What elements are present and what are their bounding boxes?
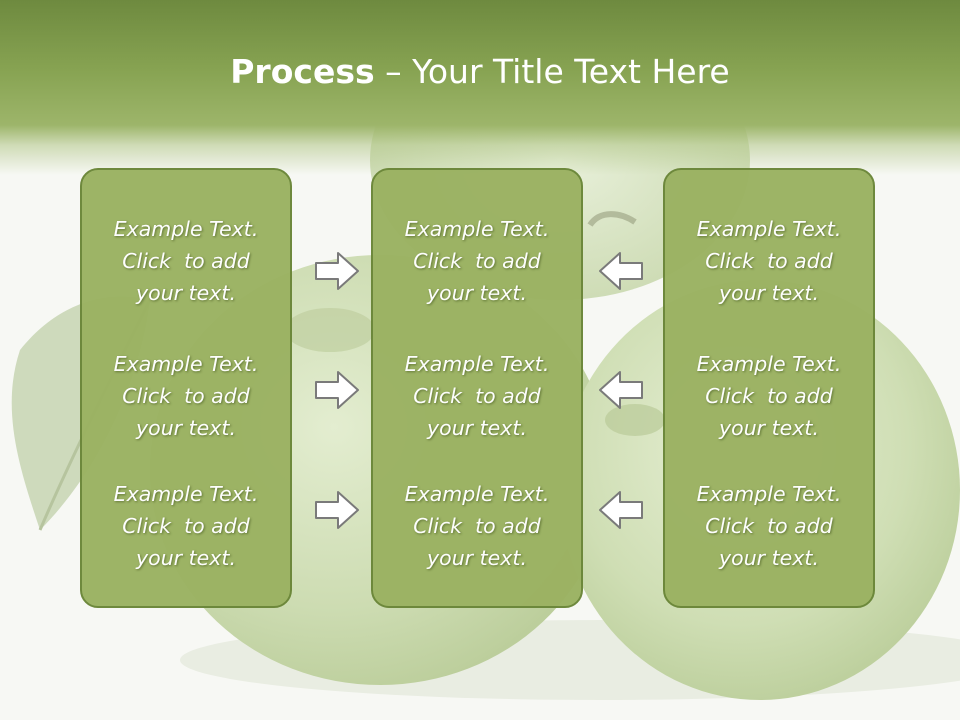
arrow-right-icon (315, 371, 359, 409)
process-box-right: Example Text. Click to add your text. Ex… (663, 168, 875, 608)
arrow-right-icon (315, 491, 359, 529)
box-text: Example Text. Click to add your text. (404, 352, 550, 440)
box-text: Example Text. Click to add your text. (696, 352, 842, 440)
box-text: Example Text. Click to add your text. (404, 217, 550, 305)
arrow-left-icon (599, 371, 643, 409)
box-text: Example Text. Click to add your text. (696, 482, 842, 570)
header-band (0, 0, 960, 175)
box-text: Example Text. Click to add your text. (113, 352, 259, 440)
arrow-right-icon (315, 252, 359, 290)
title-bold: Process (230, 52, 375, 91)
title-rest: – Your Title Text Here (374, 52, 730, 91)
box-text: Example Text. Click to add your text. (113, 482, 259, 570)
arrow-left-icon (599, 491, 643, 529)
process-box-middle: Example Text. Click to add your text. Ex… (371, 168, 583, 608)
box-text: Example Text. Click to add your text. (696, 217, 842, 305)
box-text: Example Text. Click to add your text. (113, 217, 259, 305)
slide-title: Process – Your Title Text Here (0, 52, 960, 91)
box-text: Example Text. Click to add your text. (404, 482, 550, 570)
process-box-left: Example Text. Click to add your text. Ex… (80, 168, 292, 608)
arrow-left-icon (599, 252, 643, 290)
